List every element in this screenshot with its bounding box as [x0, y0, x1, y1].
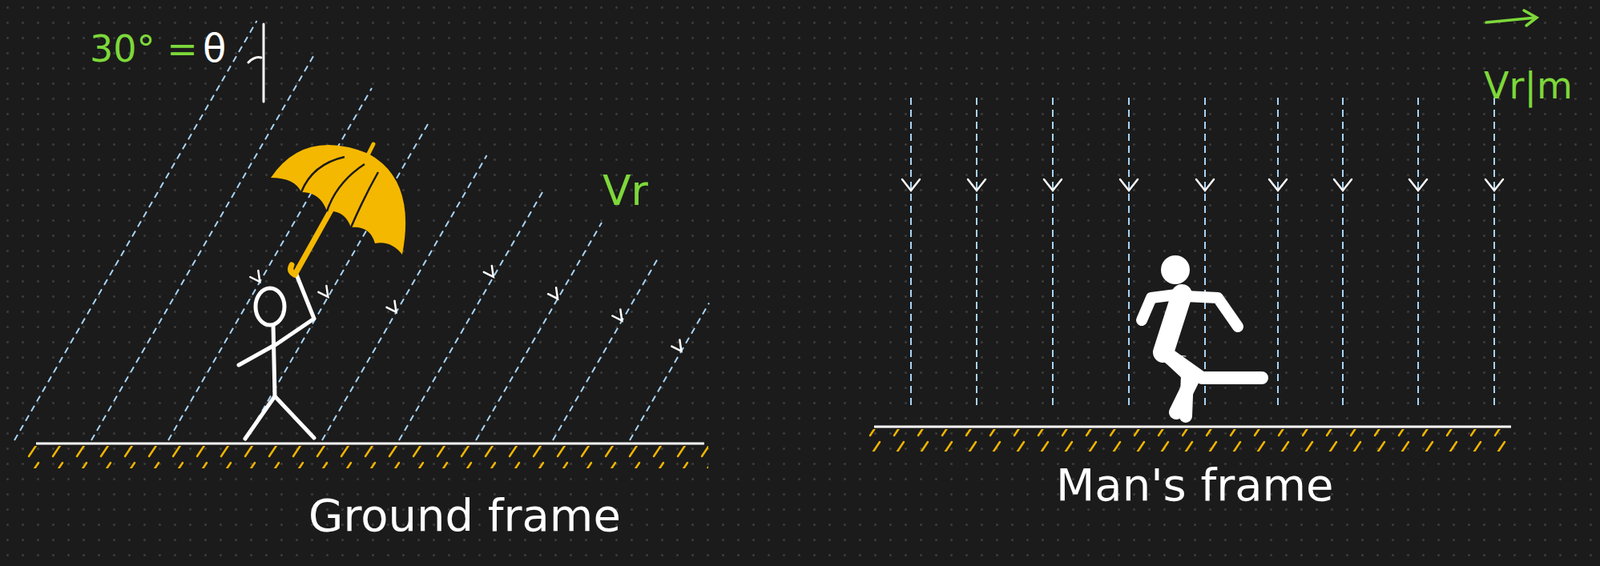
umbrella: [270, 144, 406, 275]
ground-line: [36, 443, 705, 446]
rain-arrowhead: [1120, 179, 1138, 191]
rain-arrowhead: [249, 270, 260, 283]
ground-hatch: [17, 446, 709, 469]
rain-arrowhead: [483, 265, 494, 278]
rain-arrowhead: [1196, 179, 1214, 191]
rain-streak: [14, 20, 258, 441]
angle-symbol: θ: [202, 28, 226, 68]
rain-arrowhead: [1409, 179, 1427, 191]
rain-arrowhead: [386, 301, 396, 313]
running-man: [1141, 255, 1262, 417]
vector-arrow: [1486, 10, 1537, 26]
angle-value: 30° =: [89, 30, 198, 68]
rain-streak: [1493, 97, 1496, 409]
rain-arrowhead: [1269, 179, 1287, 191]
ground-line: [874, 426, 1512, 429]
rain-streak: [475, 222, 602, 441]
rain-man: [902, 97, 1504, 409]
frame-title: Man's frame: [1055, 463, 1335, 508]
velocity-label: Vr: [602, 169, 649, 212]
rain-arrowhead: [612, 310, 622, 322]
rain-streak: [1277, 97, 1279, 409]
rain-streak: [552, 256, 660, 441]
velocity-label: Vr|m: [1483, 67, 1573, 105]
rain-streak: [1051, 97, 1054, 409]
rain-streak: [168, 88, 372, 441]
rain-arrowhead: [1043, 179, 1062, 191]
rain-streak: [910, 97, 912, 409]
rain-streak: [245, 121, 430, 441]
rain-streak: [1417, 97, 1419, 409]
rain-arrowhead: [902, 179, 920, 191]
frame-title: Ground frame: [308, 493, 621, 539]
rain-streak: [629, 303, 710, 441]
rain-arrowhead: [1334, 179, 1352, 191]
rain-ground: [14, 20, 710, 441]
rain-arrowhead: [548, 287, 558, 299]
rain-streak: [1128, 97, 1130, 409]
rain-arrowhead: [671, 340, 682, 352]
rain-arrowhead: [318, 286, 328, 298]
angle-marker: [248, 24, 264, 102]
rain-arrowhead: [967, 179, 986, 191]
rain-streak: [1342, 97, 1344, 409]
ground-hatch: [858, 429, 1516, 452]
rain-streak: [975, 97, 978, 409]
rain-streak: [398, 189, 545, 441]
stick-man: [238, 274, 315, 440]
rain-streak: [1204, 97, 1206, 409]
rain-streak: [91, 54, 315, 441]
rain-arrowhead: [1485, 179, 1504, 191]
